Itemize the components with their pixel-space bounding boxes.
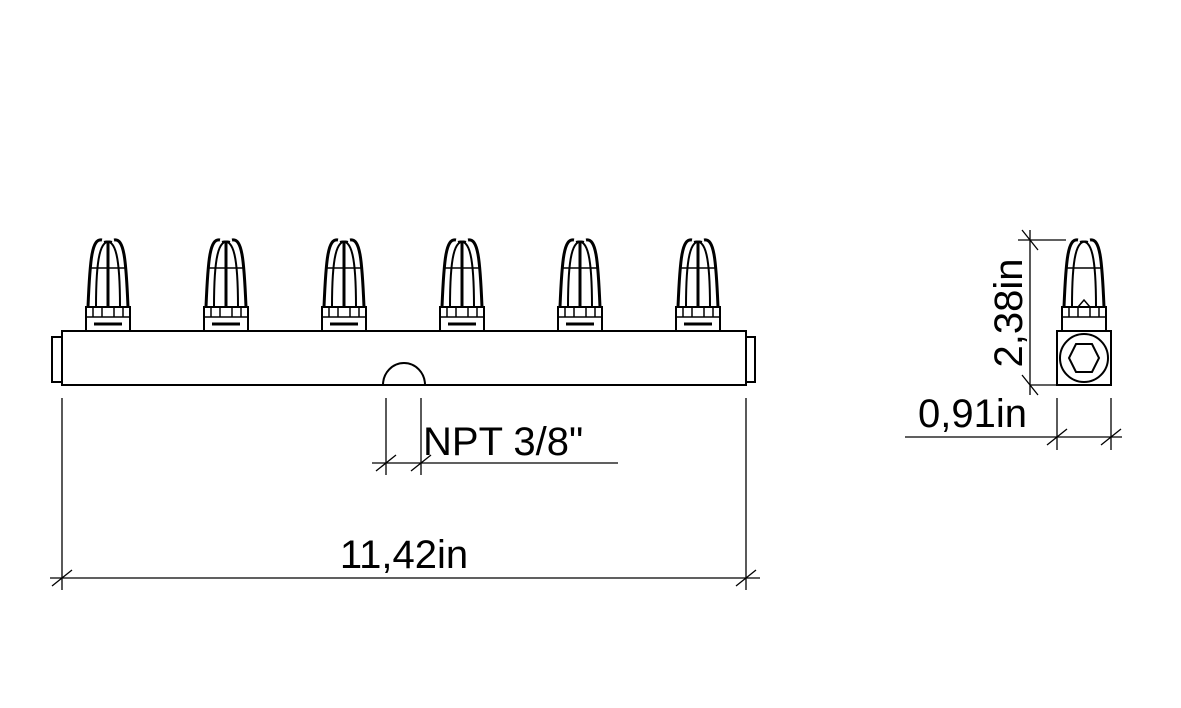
manifold-front-view [51,330,756,386]
length-dimension: 11,42in [50,398,760,590]
end-cap-right [745,336,756,383]
width-dimension: 0,91in [905,392,1122,450]
port-dimension: NPT 3/8" [372,398,618,475]
nozzle [85,238,131,332]
nozzle [557,238,603,332]
nozzle [1061,238,1107,332]
nozzle-row [85,238,721,332]
manifold-side-view [1056,238,1112,386]
end-cap-left [51,336,63,383]
plug-circle [1059,333,1109,383]
nozzle [439,238,485,332]
inlet-port [382,362,426,386]
width-label: 0,91in [918,392,1027,436]
nozzle [675,238,721,332]
manifold-body [61,330,747,386]
length-label: 11,42in [340,533,468,577]
height-label: 2,38in [987,259,1031,368]
hex-socket-icon [1067,343,1101,373]
nozzle [203,238,249,332]
height-dimension: 2,38in [987,229,1066,396]
nozzle [321,238,367,332]
port-label: NPT 3/8" [423,420,583,464]
